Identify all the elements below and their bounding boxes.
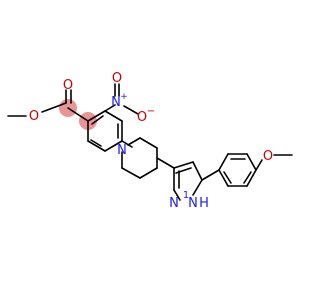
background	[0, 0, 300, 300]
bond-ring-piperidine-n	[121, 140, 133, 148]
bond-ring2-c	[246, 153, 257, 171]
molecule-svg: O O N + O O − N N N H 1 O	[0, 0, 300, 300]
atom-label-nitro-o-top: O	[112, 71, 122, 86]
bond-pyr-b	[192, 161, 203, 181]
bond-carbonyl-ring	[67, 107, 89, 122]
bond-ring2-f	[218, 169, 229, 187]
bond-pip-c	[139, 167, 158, 179]
bond-ring1-a	[87, 110, 106, 122]
atom-label-nitro-o-right: O	[137, 110, 147, 125]
bond-pip-pyrazole	[156, 157, 175, 169]
atom-label-pyrazole-nh-n: N	[188, 196, 198, 211]
bond-pip-b	[121, 167, 141, 179]
bond-ring2-d-inner	[243, 171, 252, 184]
bond-pip-e	[139, 137, 158, 149]
atom-label-pyrazole-nh-number: 1	[183, 190, 189, 201]
atom-label-ester-carbonyl-o: O	[63, 78, 73, 93]
bond-pip-f	[127, 137, 141, 146]
bond-ring2-f-inner	[223, 171, 232, 184]
bond-ring-methoxy-o	[255, 159, 263, 171]
atom-label-methoxy-o: O	[263, 149, 273, 164]
bond-ring1-b	[104, 110, 123, 122]
bond-ring2-d	[246, 169, 257, 187]
bond-ring1-d	[104, 140, 123, 152]
bond-nitro-o-right	[123, 105, 139, 115]
atom-label-ester-o: O	[29, 109, 39, 124]
atom-label-pyrazole-n: N	[169, 196, 179, 211]
bond-o-carbonyl	[41, 102, 67, 113]
bond-ring1-e	[87, 140, 106, 152]
molecule-structure-diagram: O O N + O O − N N N H 1 O	[0, 0, 300, 300]
bond-ring1-e-inner	[90, 139, 102, 147]
atom-label-nitro-minus: −	[147, 106, 155, 117]
bond-pyr-a	[173, 161, 194, 169]
atom-label-pyrazole-nh-h: H	[199, 196, 209, 211]
atom-label-nitro-n: N	[111, 95, 121, 110]
bond-ring2-a	[218, 153, 229, 171]
atom-label-nitro-plus: +	[120, 92, 128, 102]
bond-pyr-c	[192, 179, 203, 196]
bond-ring1-a-inner	[91, 115, 104, 125]
bond-pyrazole-aryl	[201, 169, 220, 181]
bond-pyr-d	[173, 189, 181, 201]
bond-ring-nitro	[104, 104, 116, 112]
atom-label-piperidine-n: N	[117, 143, 127, 158]
